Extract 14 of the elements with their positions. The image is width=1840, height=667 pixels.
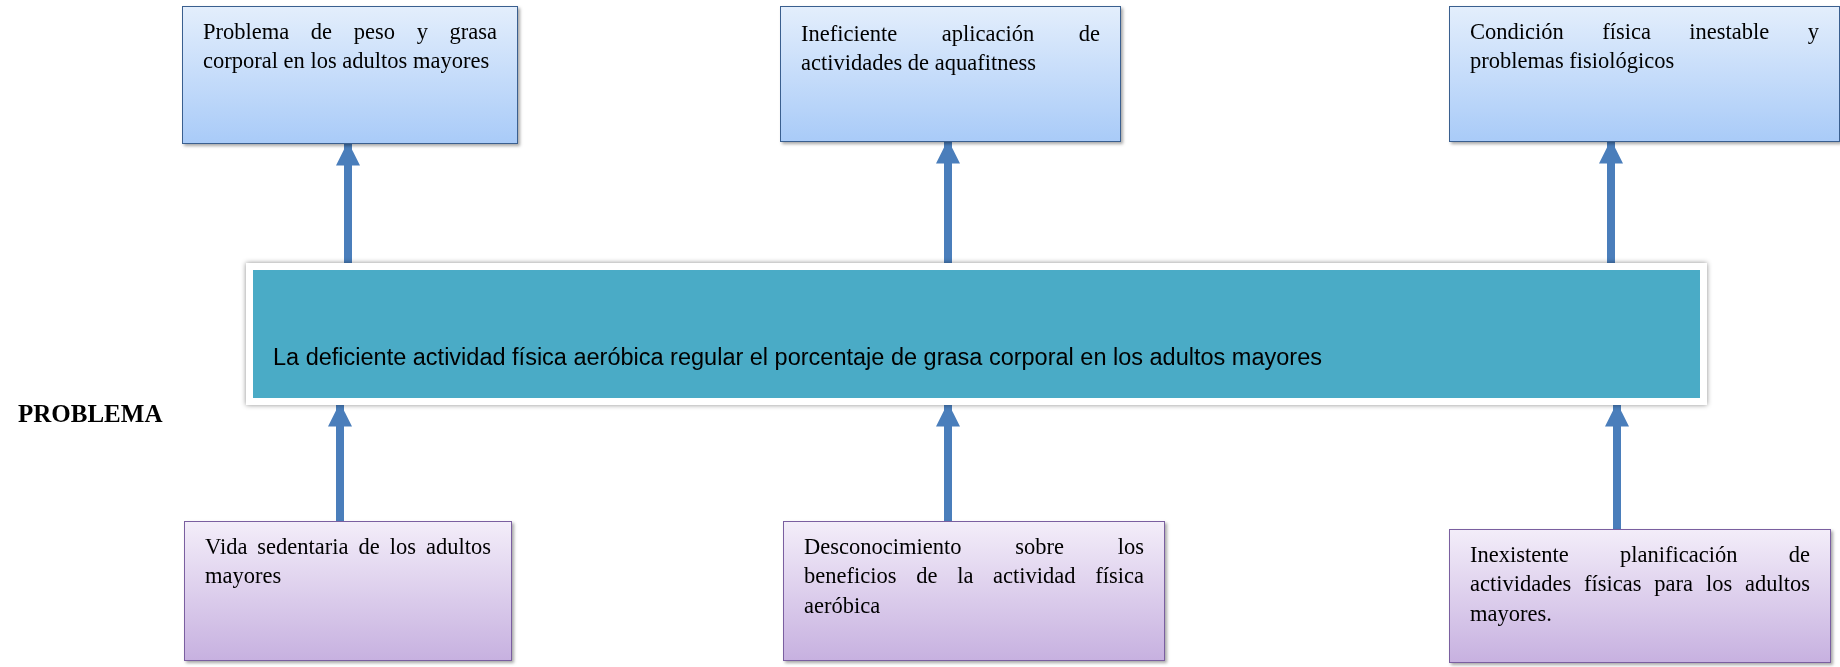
- effect-box: [182, 6, 518, 144]
- node-text: Ineficiente aplicación de actividades de aquafitness: [800, 20, 1101, 78]
- effect-box: [1449, 6, 1840, 142]
- node-text: Inexistente planificación de actividades físicas para los adultos mayores.: [1469, 541, 1811, 628]
- cause-box: [184, 521, 512, 661]
- node-text: Vida sedentaria de los adultos mayores: [204, 533, 492, 591]
- cause-box: [783, 521, 1165, 661]
- node-text: Desconocimiento sobre los beneficios de la actividad física aeróbica: [803, 533, 1145, 620]
- node-text: Problema de peso y grasa corporal en los adultos mayores: [202, 18, 498, 76]
- node-text: Condición física inestable y problemas fisiológicos: [1469, 18, 1820, 76]
- node-text: La deficiente actividad física aeróbica regular el porcentaje de grasa corporal en los adultos mayores: [272, 343, 1322, 372]
- cause-box: [1449, 529, 1831, 663]
- side-label: PROBLEMA: [18, 400, 163, 428]
- effect-box: [780, 6, 1121, 142]
